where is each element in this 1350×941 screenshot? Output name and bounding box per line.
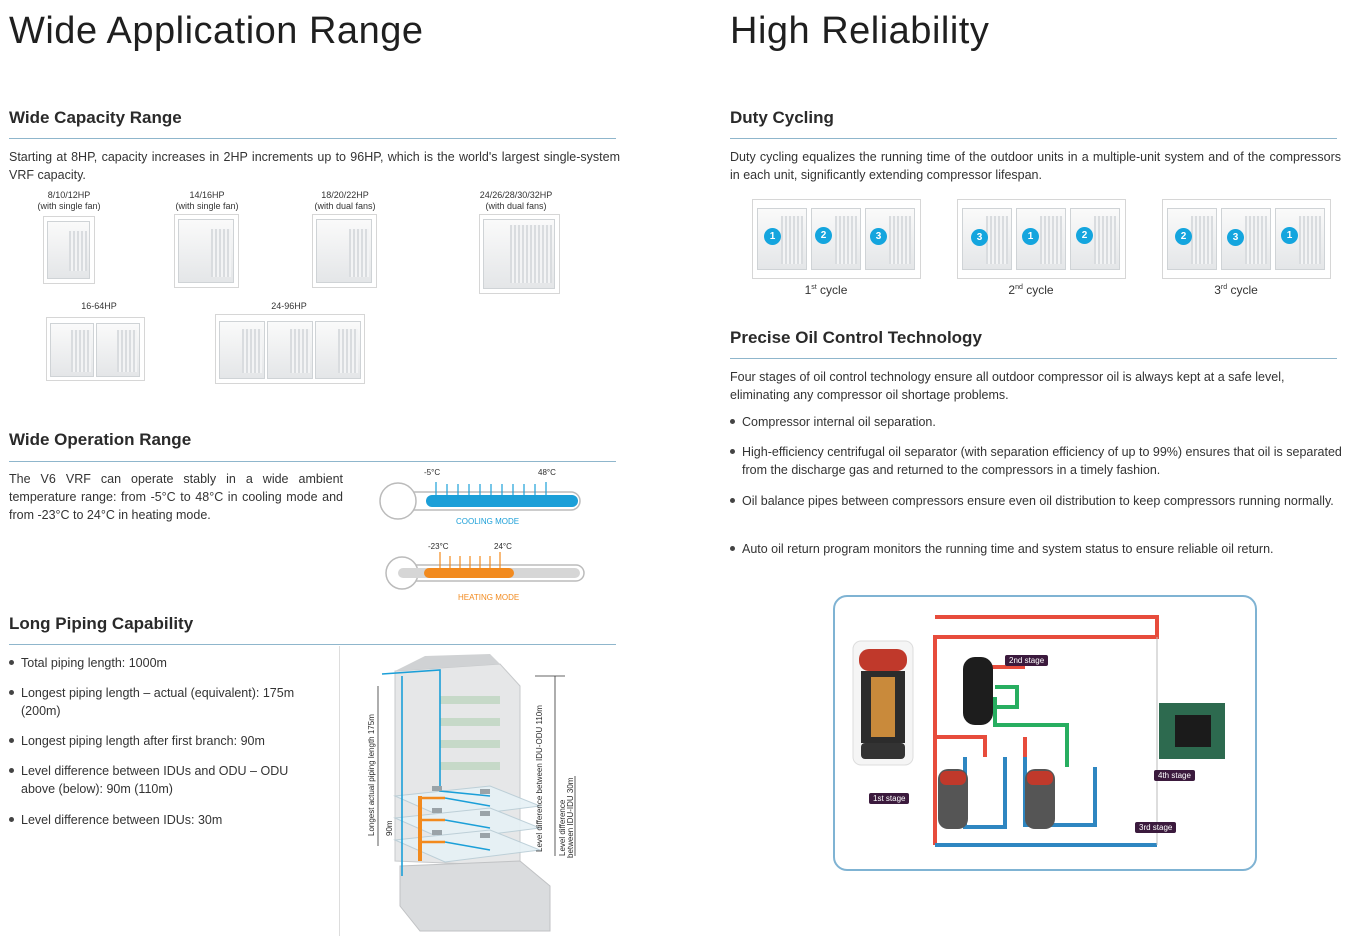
cycle-3-badge-1: 2 [1175, 228, 1192, 245]
duty-heading: Duty Cycling [730, 108, 834, 127]
model-image-5 [46, 317, 145, 381]
heating-low-label: -23°C [428, 542, 449, 551]
piping-building-figure: Longest actual piping length 175m 90m Le… [339, 646, 598, 936]
cooling-high-label: 48°C [538, 468, 556, 477]
model-caption-3: 18/20/22HP(with dual fans) [314, 190, 376, 211]
cycle-2-label: 2nd cycle [1008, 283, 1054, 297]
cycle-3-badge-2: 3 [1227, 229, 1244, 246]
cycle-2-badge-3: 2 [1076, 227, 1093, 244]
operation-rule [9, 461, 616, 462]
piping-bullet-3: Longest piping length after first branch… [9, 732, 309, 750]
stage-4-label: 4th stage [1154, 770, 1195, 781]
oil-control-diagram: 1st stage 2nd stage 3rd stage 4th stage [833, 595, 1257, 871]
model-image-1 [43, 216, 95, 284]
branch-length-label: 90m [385, 820, 394, 836]
oil-text: Four stages of oil control technology en… [730, 370, 1285, 402]
piping-bullet-2: Longest piping length – actual (equivale… [9, 684, 309, 720]
model-caption-4: 24/26/28/30/32HP(with dual fans) [479, 190, 553, 211]
cycle-1-badge-1: 1 [764, 228, 781, 245]
cycle-1-image: 1 2 3 [752, 199, 921, 279]
model-image-4 [479, 214, 560, 294]
heating-high-label: 24°C [494, 542, 512, 551]
stage-2-label: 2nd stage [1005, 655, 1049, 666]
heating-range-bar [424, 568, 514, 578]
cooling-low-label: -5°C [424, 468, 441, 477]
capacity-text: Starting at 8HP, capacity increases in 2… [9, 150, 620, 182]
oil-heading: Precise Oil Control Technology [730, 328, 982, 347]
temperature-range-figure: -5°C 48°C COOLING MODE -23°C 24°C HEATIN… [374, 466, 594, 606]
duty-text: Duty cycling equalizes the running time … [730, 150, 1341, 182]
heating-mode-label: HEATING MODE [458, 593, 520, 602]
oil-bullet-4: Auto oil return program monitors the run… [730, 540, 1342, 558]
right-title: High Reliability [730, 10, 990, 52]
cooling-range-bar [426, 495, 578, 507]
cycle-3-badge-3: 1 [1281, 227, 1298, 244]
cycle-1-badge-2: 2 [815, 227, 832, 244]
model-caption-6: 24-96HP [271, 301, 307, 311]
capacity-heading: Wide Capacity Range [9, 108, 182, 127]
left-title: Wide Application Range [9, 10, 424, 52]
capacity-rule [9, 138, 616, 139]
oil-bullet-3: Oil balance pipes between compressors en… [730, 492, 1342, 510]
cooling-mode-label: COOLING MODE [456, 517, 520, 526]
oil-rule [730, 358, 1337, 359]
stage-3-label: 3rd stage [1135, 822, 1177, 833]
cycle-2-image: 3 1 2 [957, 199, 1126, 279]
piping-bullet-4: Level difference between IDUs and ODU – … [9, 762, 309, 798]
stage-1-label: 1st stage [869, 793, 910, 804]
operation-text: The V6 VRF can operate stably in a wide … [9, 472, 343, 522]
piping-heading: Long Piping Capability [9, 614, 194, 633]
model-caption-1: 8/10/12HP(with single fan) [37, 190, 101, 211]
oil-bullet-2: High-efficiency centrifugal oil separato… [730, 443, 1342, 479]
cycle-3-label: 3rd cycle [1214, 283, 1258, 297]
idu-idu-level-label-2: between IDU-IDU 30m [566, 777, 575, 858]
model-image-6 [215, 314, 365, 384]
cycle-1-label: 1st cycle [804, 283, 848, 297]
piping-bullet-1: Total piping length: 1000m [9, 654, 309, 672]
oil-bullet-1: Compressor internal oil separation. [730, 413, 1342, 431]
cycle-2-badge-2: 1 [1022, 228, 1039, 245]
cycle-1-badge-3: 3 [870, 228, 887, 245]
idu-odu-level-label: Level difference between IDU-ODU 110m [535, 705, 544, 852]
cycle-3-image: 2 3 1 [1162, 199, 1331, 279]
duty-rule [730, 138, 1337, 139]
longest-piping-label: Longest actual piping length 175m [367, 714, 376, 836]
model-image-2 [174, 214, 239, 288]
operation-heading: Wide Operation Range [9, 430, 192, 449]
model-caption-5: 16-64HP [81, 301, 117, 311]
piping-rule [9, 644, 616, 645]
model-image-3 [312, 214, 377, 288]
piping-bullet-5: Level difference between IDUs: 30m [9, 811, 309, 829]
model-caption-2: 14/16HP(with single fan) [175, 190, 239, 211]
cycle-2-badge-1: 3 [971, 229, 988, 246]
